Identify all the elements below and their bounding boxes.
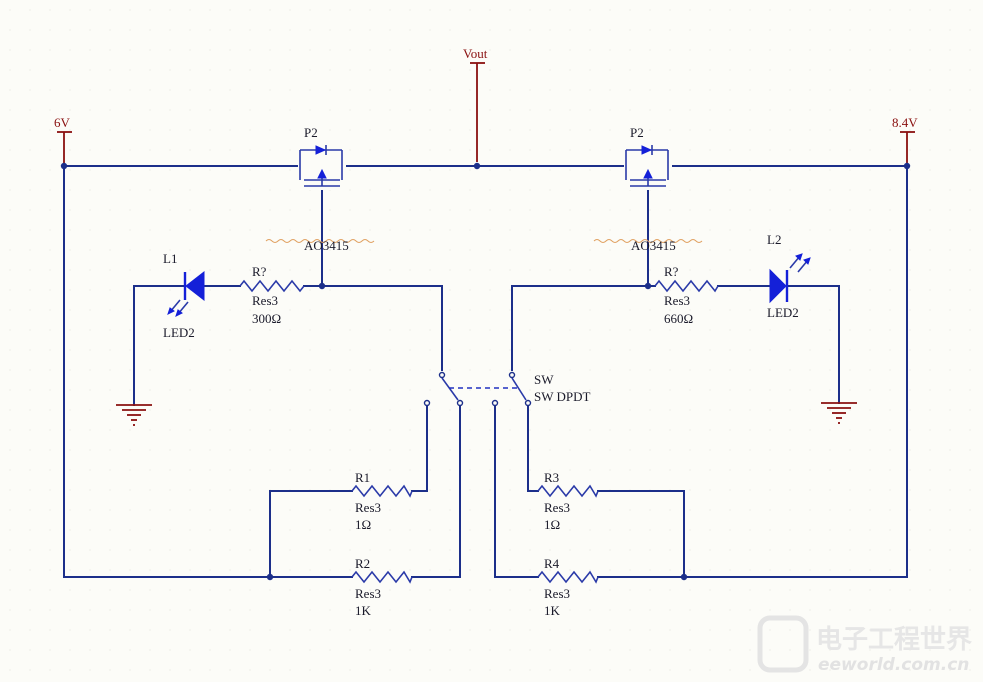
resistor-ref: R2 <box>355 556 370 571</box>
resistor-value: 1Ω <box>355 517 371 532</box>
junction-dot <box>903 162 911 170</box>
switch-type: SW DPDT <box>534 389 591 404</box>
resistor-r1[interactable]: R1 Res3 1Ω <box>351 470 413 532</box>
resistor-ref: R? <box>252 264 267 279</box>
ground-icon <box>116 404 152 426</box>
resistor-r3[interactable]: R3 Res3 1Ω <box>537 470 599 532</box>
mosfet-part-right: AO3415 <box>631 238 676 253</box>
resistor-top-right[interactable]: R? Res3 660Ω <box>654 264 719 326</box>
power-label-vout: Vout <box>463 46 488 61</box>
power-label-8v4: 8.4V <box>892 115 918 130</box>
resistor-type: Res3 <box>544 500 570 515</box>
led-l1[interactable]: L1 LED2 <box>163 251 205 340</box>
led-part-l1: LED2 <box>163 325 195 340</box>
led-part-l2: LED2 <box>767 305 799 320</box>
power-label-6v: 6V <box>54 115 71 130</box>
mosfet-p2-left[interactable]: P2 AO3415 <box>265 125 375 253</box>
wires <box>63 165 908 578</box>
junction-dot <box>644 282 652 290</box>
power-port-vout[interactable]: Vout <box>463 46 488 162</box>
resistor-ref: R? <box>664 264 679 279</box>
resistor-value: 1K <box>355 603 372 618</box>
junction-dot <box>473 162 481 170</box>
resistor-type: Res3 <box>544 586 570 601</box>
mosfet-p2-right[interactable]: P2 AO3415 <box>593 125 703 253</box>
resistor-value: 660Ω <box>664 311 693 326</box>
resistor-ref: R1 <box>355 470 370 485</box>
junction-dot <box>318 282 326 290</box>
led-l2[interactable]: L2 LED2 <box>767 232 811 320</box>
mosfet-part-left: AO3415 <box>304 238 349 253</box>
resistor-type: Res3 <box>252 293 278 308</box>
switch-dpdt[interactable]: SW SW DPDT <box>423 371 591 407</box>
led-ref-l2: L2 <box>767 232 781 247</box>
power-port-8v4[interactable]: 8.4V <box>892 115 918 164</box>
mosfet-ref-right: P2 <box>630 125 644 140</box>
resistor-top-left[interactable]: R? Res3 300Ω <box>239 264 305 326</box>
mosfet-ref-left: P2 <box>304 125 318 140</box>
resistor-value: 300Ω <box>252 311 281 326</box>
led-ref-l1: L1 <box>163 251 177 266</box>
junctions <box>60 162 911 581</box>
resistor-value: 1Ω <box>544 517 560 532</box>
resistor-ref: R4 <box>544 556 560 571</box>
watermark-en: eeworld.com.cn <box>818 655 969 675</box>
resistor-r4[interactable]: R4 Res3 1K <box>537 556 599 618</box>
switch-ref: SW <box>534 372 554 387</box>
ground-icon <box>821 402 857 424</box>
junction-dot <box>266 573 274 581</box>
resistor-type: Res3 <box>355 500 381 515</box>
resistor-ref: R3 <box>544 470 559 485</box>
resistor-type: Res3 <box>355 586 381 601</box>
watermark: 电子工程世界 eeworld.com.cn <box>757 615 972 675</box>
resistor-type: Res3 <box>664 293 690 308</box>
junction-dot <box>680 573 688 581</box>
watermark-cn: 电子工程世界 <box>816 625 972 655</box>
resistor-r2[interactable]: R2 Res3 1K <box>351 556 413 618</box>
watermark-logo-icon <box>757 615 809 673</box>
junction-dot <box>60 162 68 170</box>
resistor-value: 1K <box>544 603 561 618</box>
power-port-6v[interactable]: 6V <box>54 115 72 164</box>
